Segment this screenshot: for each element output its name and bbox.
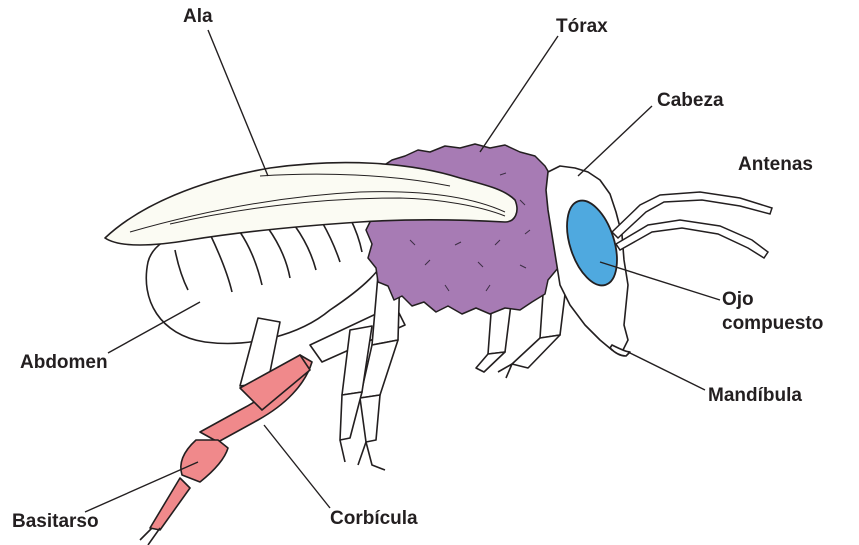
leader-torax (480, 36, 558, 152)
label-antenas: Antenas (738, 154, 813, 176)
label-ojo-compuesto: Ojo compuesto (722, 288, 823, 336)
label-torax: Tórax (556, 16, 608, 38)
leader-mandibula (628, 352, 705, 390)
label-abdomen: Abdomen (20, 352, 108, 374)
leader-ala (208, 30, 268, 176)
antennae-part (612, 192, 772, 258)
label-corbicula: Corbícula (330, 508, 418, 530)
label-ojo-line1: Ojo (722, 288, 823, 312)
label-mandibula: Mandíbula (708, 385, 802, 407)
leader-corbicula (264, 425, 330, 508)
label-ala: Ala (183, 6, 213, 28)
label-ojo-line2: compuesto (722, 312, 823, 336)
label-cabeza: Cabeza (657, 90, 724, 112)
label-basitarso: Basitarso (12, 511, 99, 533)
leader-cabeza (578, 106, 652, 176)
